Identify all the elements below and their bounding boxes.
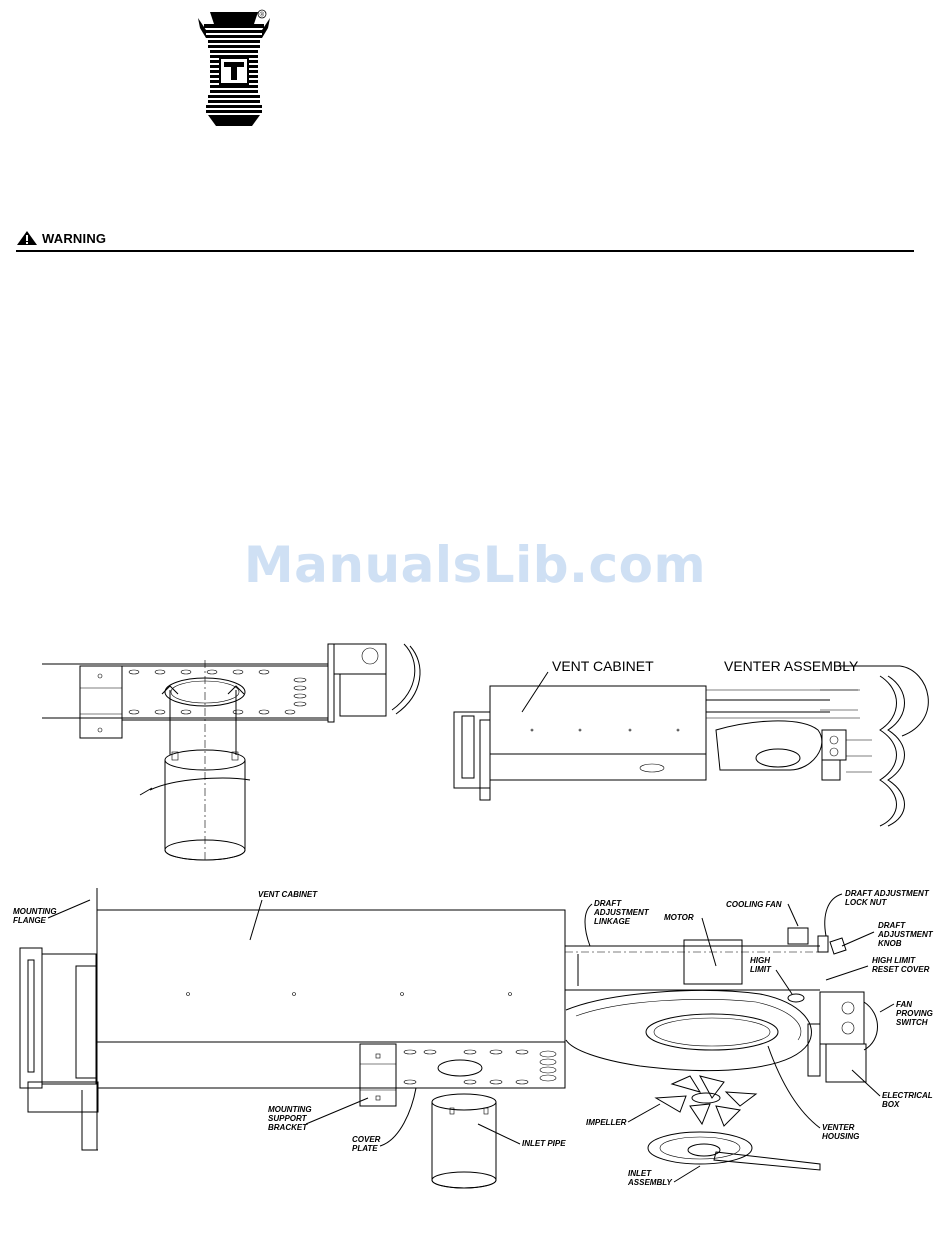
label-mounting-support-bracket-1: MOUNTING [268, 1105, 312, 1114]
label-vent-cabinet: VENT CABINET [258, 890, 318, 899]
label-cover-plate-1: COVER [352, 1135, 381, 1144]
label-venter-housing-1: VENTER [822, 1123, 855, 1132]
label-cover-plate-2: PLATE [352, 1144, 378, 1153]
label-impeller: IMPELLER [586, 1118, 627, 1127]
label-venter-assembly: VENTER ASSEMBLY [724, 658, 859, 674]
warning-triangle-icon [17, 231, 37, 245]
label-cooling-fan: COOLING FAN [726, 900, 782, 909]
warning-label: WARNING [42, 230, 107, 246]
label-mounting-support-bracket-2: SUPPORT [268, 1114, 308, 1123]
label-fan-proving-switch-2: PROVING [896, 1009, 933, 1018]
label-high-limit-2: LIMIT [750, 965, 772, 974]
label-draft-adjustment-linkage-1: DRAFT [594, 899, 622, 908]
company-logo: ® [196, 8, 272, 130]
watermark: ManualsLib.com [243, 536, 707, 594]
label-inlet-assembly-2: ASSEMBLY [627, 1178, 673, 1187]
label-reset-cover-2: RESET COVER [872, 965, 930, 974]
label-draft-adjustment-linkage-2: ADJUSTMENT [593, 908, 650, 917]
section-divider [16, 250, 914, 252]
registered-mark: ® [260, 11, 265, 18]
label-inlet-assembly-1: INLET [628, 1169, 652, 1178]
label-vent-cabinet-top: VENT CABINET [552, 658, 654, 674]
label-motor: MOTOR [664, 913, 694, 922]
label-electrical-box-1: ELECTRICAL [882, 1091, 933, 1100]
label-reset-cover-1: HIGH LIMIT [872, 956, 916, 965]
label-draft-adjustment-linkage-3: LINKAGE [594, 917, 631, 926]
label-adjustment-knob-2: ADJUSTMENT [877, 930, 934, 939]
label-adjustment-knob-1: DRAFT [878, 921, 906, 930]
label-mounting-flange-2: FLANGE [13, 916, 47, 925]
label-adjustment-knob-3: KNOB [878, 939, 902, 948]
label-venter-housing-2: HOUSING [822, 1132, 859, 1141]
label-electrical-box-2: BOX [882, 1100, 900, 1109]
label-mounting-flange-1: MOUNTING [13, 907, 57, 916]
figure-venter-mounting: VENT CABINET VENTER ASSEMBLY [453, 658, 929, 827]
company-logo-icon: ® [198, 9, 270, 126]
label-fan-proving-switch-3: SWITCH [896, 1018, 928, 1027]
label-inlet-pipe: INLET PIPE [522, 1139, 566, 1148]
label-lock-nut-1: DRAFT ADJUSTMENT [845, 889, 930, 898]
label-fan-proving-switch-1: FAN [896, 1000, 912, 1009]
label-mounting-support-bracket-3: BRACKET [268, 1123, 308, 1132]
figure-exploded-view: MOUNTING FLANGE VENT CABINET [13, 888, 934, 1189]
warning-heading: WARNING [16, 230, 106, 246]
label-high-limit-1: HIGH [750, 956, 770, 965]
label-lock-nut-2: LOCK NUT [845, 898, 887, 907]
figure-inlet-attachment [42, 643, 421, 861]
